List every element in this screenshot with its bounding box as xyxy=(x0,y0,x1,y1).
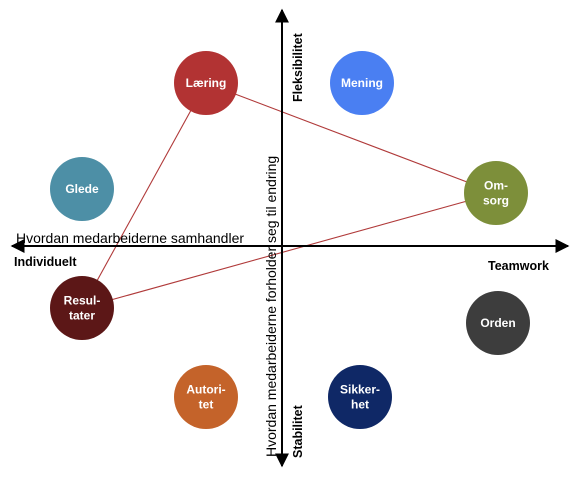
connector-resultater-laering xyxy=(81,82,207,309)
node-label-resultater-0: Resul- xyxy=(64,294,101,308)
connector-laering-omsorg xyxy=(205,82,497,194)
node-circle-mening xyxy=(330,51,394,115)
node-label-resultater-1: tater xyxy=(69,309,95,323)
node-label-autoritet-1: tet xyxy=(199,398,214,412)
node-label-laering-0: Læring xyxy=(186,76,227,90)
axis-label-individuelt: Individuelt xyxy=(14,255,77,269)
node-circle-sikkerhet xyxy=(328,365,392,429)
axis-label-fleksibilitet: Fleksibilitet xyxy=(291,32,305,102)
node-orden: Orden xyxy=(466,291,530,355)
node-circle-resultater xyxy=(50,276,114,340)
node-label-sikkerhet-1: het xyxy=(351,398,369,412)
node-circle-autoritet xyxy=(174,365,238,429)
node-label-orden-0: Orden xyxy=(480,316,515,330)
node-label-mening-0: Mening xyxy=(341,76,383,90)
vertical-caption: Hvordan medarbeiderne forholder seg til … xyxy=(263,156,279,457)
node-circle-orden xyxy=(466,291,530,355)
node-circle-omsorg xyxy=(464,161,528,225)
node-omsorg: Om-sorg xyxy=(464,161,528,225)
node-circle-glede xyxy=(50,157,114,221)
axis-label-stabilitet: Stabilitet xyxy=(291,404,305,458)
node-label-glede-0: Glede xyxy=(65,182,99,196)
connector-omsorg-resultater xyxy=(81,192,497,309)
node-mening: Mening xyxy=(330,51,394,115)
axis-label-teamwork: Teamwork xyxy=(488,259,549,273)
node-label-autoritet-0: Autori- xyxy=(186,383,225,397)
node-label-sikkerhet-0: Sikker- xyxy=(340,383,380,397)
node-resultater: Resul-tater xyxy=(50,276,114,340)
node-sikkerhet: Sikker-het xyxy=(328,365,392,429)
node-label-omsorg-0: Om- xyxy=(484,179,508,193)
horizontal-caption: Hvordan medarbeiderne samhandler xyxy=(16,230,244,246)
connector-lines xyxy=(81,82,497,309)
node-autoritet: Autori-tet xyxy=(174,365,238,429)
node-label-omsorg-1: sorg xyxy=(483,194,509,208)
node-glede: Glede xyxy=(50,157,114,221)
node-laering: Læring xyxy=(174,51,238,115)
node-circle-laering xyxy=(174,51,238,115)
